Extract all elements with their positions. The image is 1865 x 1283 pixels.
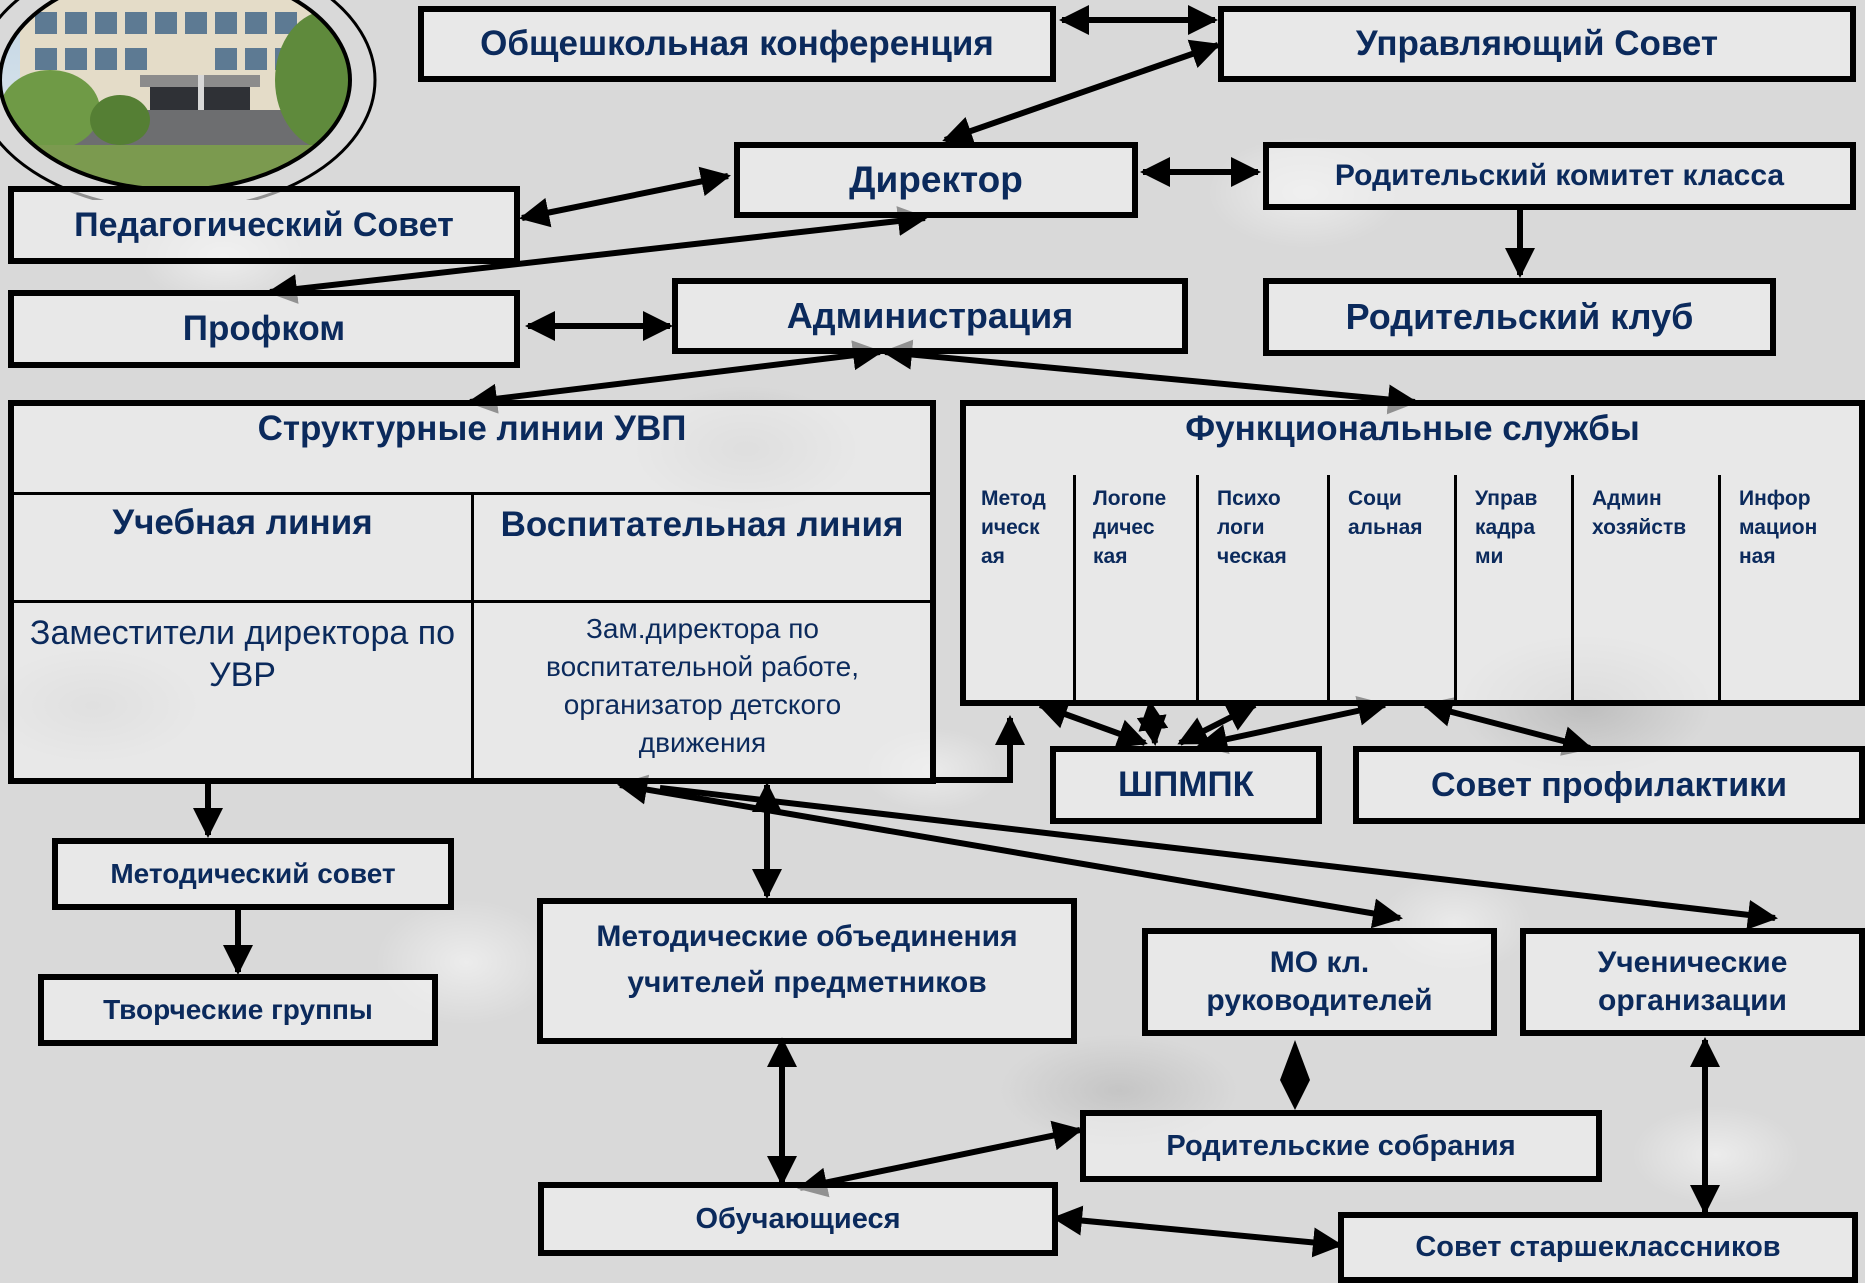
service-methodical-line2: ическ: [981, 516, 1040, 539]
node-conference: Общешкольная конференция: [418, 6, 1056, 82]
arrow-admin-structural: [467, 340, 883, 414]
functional-divider-5: [1571, 475, 1574, 700]
arrow-social-shpmpk: [1197, 696, 1388, 754]
service-admin-household: Админ хозяйств: [1574, 478, 1718, 542]
node-union: Профком: [8, 290, 520, 368]
functional-divider-4: [1454, 475, 1457, 700]
node-shpmpk: ШПМПК: [1050, 746, 1322, 824]
service-hr: Управ кадра ми: [1457, 478, 1571, 571]
service-hr-line2: кадра: [1475, 516, 1536, 539]
arrow-council-director: [942, 39, 1221, 146]
node-prevention-council: Совет профилактики: [1353, 746, 1865, 824]
node-parent-meetings: Родительские собрания: [1080, 1110, 1602, 1182]
service-social-line1: Соци: [1348, 487, 1402, 510]
arrow-structural-functional: [935, 715, 1025, 783]
service-information: Инфор мацион ная: [1721, 478, 1861, 571]
service-information-line2: мацион: [1739, 516, 1818, 539]
arrow-social-prevention: [1422, 697, 1593, 756]
service-social-line2: альная: [1348, 516, 1423, 539]
diamond-connector: [1280, 1040, 1310, 1110]
node-parent-club: Родительский клуб: [1263, 278, 1776, 356]
arrow-logoped-shpmpk: [1136, 700, 1169, 746]
functional-divider-2: [1196, 475, 1199, 700]
functional-title: Функциональные службы: [1185, 409, 1640, 448]
node-method-council: Методический совет: [52, 838, 454, 910]
functional-table: [960, 400, 1865, 706]
node-method-unions: Методические объединения учителей предме…: [537, 898, 1077, 1044]
upbringing-line-text: Зам.директора по воспитательной работе, …: [546, 613, 859, 758]
service-speech-therapy-line1: Логопе: [1093, 487, 1167, 510]
service-social: Соци альная: [1330, 478, 1454, 542]
arrow-upbringing-studentorgs: [659, 785, 1778, 930]
school-photo-image: [0, 0, 377, 212]
node-senior-council: Совет старшеклассников: [1338, 1212, 1858, 1283]
service-speech-therapy: Логопе дичес кая: [1075, 478, 1196, 571]
arrow-students-parentmeetings: [797, 1120, 1083, 1198]
service-information-line1: Инфор: [1739, 487, 1811, 510]
structural-divider-v: [471, 492, 474, 778]
node-parent-committee: Родительский комитет класса: [1263, 142, 1856, 210]
functional-divider-1: [1073, 475, 1076, 700]
arrow-students-senior: [1052, 1205, 1343, 1258]
service-hr-line3: ми: [1475, 545, 1504, 568]
node-students: Обучающиеся: [538, 1182, 1058, 1256]
service-psychological-line3: ческая: [1217, 545, 1287, 568]
arrow-method-shpmpk: [1037, 700, 1148, 748]
service-information-line3: ная: [1739, 545, 1776, 568]
structural-title: Структурные линии УВП: [257, 409, 687, 448]
service-methodical: Метод ическ ая: [963, 478, 1073, 571]
school-photo: [0, 0, 390, 212]
service-hr-line1: Управ: [1475, 487, 1538, 510]
service-admin-household-line1: Админ: [1592, 487, 1662, 510]
study-line-label: Учебная линия: [112, 503, 373, 542]
functional-divider-3: [1327, 475, 1330, 700]
service-methodical-line1: Метод: [981, 487, 1046, 510]
service-psychological-line2: логи: [1217, 516, 1265, 539]
service-psychological: Психо логи ческая: [1199, 478, 1327, 571]
upbringing-line-label: Воспитательная линия: [500, 505, 904, 544]
service-psychological-line1: Психо: [1217, 487, 1281, 510]
node-creative-groups: Творческие группы: [38, 974, 438, 1046]
service-speech-therapy-line3: кая: [1093, 545, 1128, 568]
service-admin-household-line2: хозяйств: [1592, 516, 1687, 539]
arrow-upbringing-moclass: [617, 774, 1403, 929]
node-mo-class: МО кл. руководителей: [1142, 928, 1497, 1036]
functional-divider-6: [1718, 475, 1721, 700]
arrow-admin-functional: [882, 339, 1418, 415]
service-methodical-line3: ая: [981, 545, 1005, 568]
arrow-pedcouncil-director: [519, 166, 731, 228]
node-director: Директор: [734, 142, 1138, 218]
study-line-text: Заместители директора по УВР: [29, 614, 456, 694]
node-administration: Администрация: [672, 278, 1188, 354]
service-speech-therapy-line2: дичес: [1093, 516, 1155, 539]
node-ped-council: Педагогический Совет: [8, 186, 520, 264]
arrow-director-union: [267, 206, 928, 304]
node-council: Управляющий Совет: [1218, 6, 1856, 82]
node-student-orgs: Ученические организации: [1520, 928, 1865, 1036]
